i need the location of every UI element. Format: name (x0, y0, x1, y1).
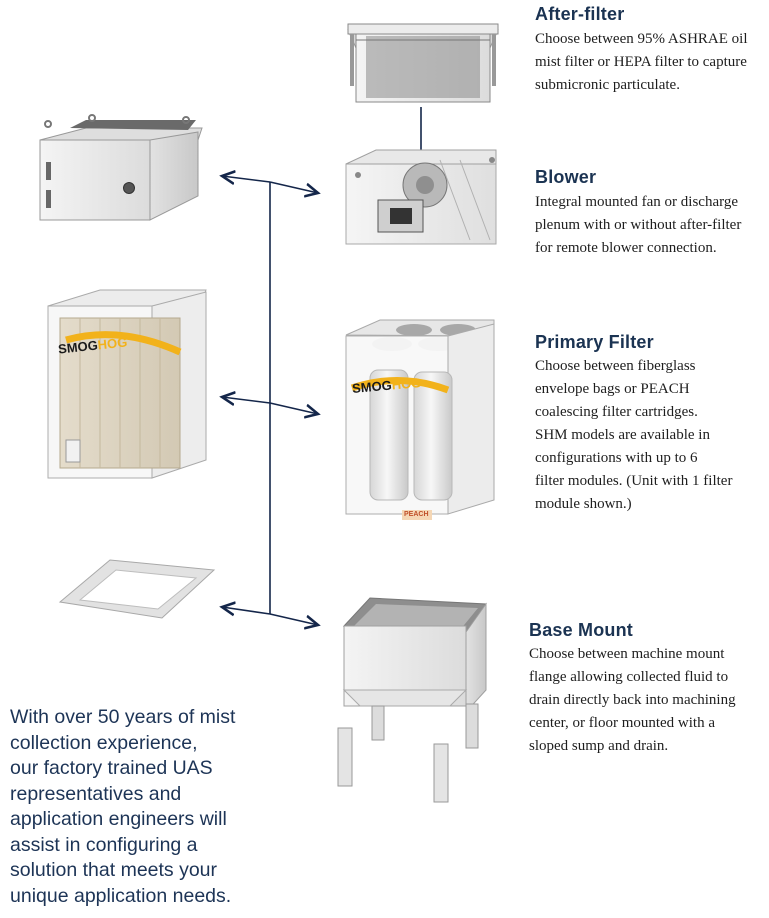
base-flange-illustration (58, 559, 216, 619)
intro-paragraph: With over 50 years of mist collection ex… (10, 705, 235, 909)
after-filter-illustration (347, 23, 499, 103)
description-line: Choose between fiberglass (535, 358, 696, 374)
base-mount-section: Base Mount Choose between machine mount … (529, 620, 736, 758)
description-line: SHM models are available in (535, 427, 710, 443)
intro-line: representatives and (10, 782, 182, 805)
description-line: flange allowing collected fluid to (529, 669, 729, 685)
connector-lines (222, 107, 422, 625)
description-line: configurations with up to 6 (535, 450, 698, 466)
description-line: sloped sump and drain. (529, 738, 669, 754)
description-line: filter modules. (Unit with 1 filter (535, 473, 733, 489)
logo-word-hog: HOG (96, 334, 128, 353)
primary-filter-section: Primary Filter Choose between fiberglass… (535, 332, 732, 516)
intro-line: collection experience, (10, 731, 198, 754)
description-line: Choose between 95% ASHRAE oil (535, 31, 748, 47)
blower-cabinet-illustration (39, 114, 203, 221)
blower-section: Blower Integral mounted fan or discharge… (535, 167, 741, 260)
description-line: for remote blower connection. (535, 240, 717, 256)
blower-heading: Blower (535, 167, 597, 187)
intro-line: our factory trained UAS (10, 757, 213, 779)
description-line: drain directly back into machining (529, 692, 736, 708)
blower-description: Integral mounted fan or discharge plenum… (535, 191, 741, 260)
after-filter-description: Choose between 95% ASHRAE oil mist filte… (535, 28, 747, 97)
after-filter-heading: After-filter (535, 4, 625, 24)
after-filter-section: After-filter Choose between 95% ASHRAE o… (535, 4, 747, 97)
description-line: coalescing filter cartridges. (535, 404, 698, 420)
base-mount-heading: Base Mount (529, 620, 634, 640)
blower-illustration (345, 149, 497, 245)
intro-line: solution that meets your (10, 859, 218, 881)
logo-word-hog: HOG (391, 375, 422, 393)
description-line: Integral mounted fan or discharge (535, 194, 738, 210)
description-line: envelope bags or PEACH (535, 381, 690, 397)
bag-filter-module-illustration (47, 289, 207, 479)
intro-line: application engineers will (10, 808, 227, 830)
primary-filter-description: Choose between fiberglass envelope bags … (535, 355, 732, 516)
peach-label: PEACH (404, 511, 429, 518)
base-mount-illustration (337, 597, 487, 803)
description-line: Choose between machine mount (529, 646, 725, 662)
description-line: plenum with or without after-filter (535, 217, 742, 233)
intro-line: unique application needs. (10, 884, 232, 907)
primary-filter-heading: Primary Filter (535, 332, 654, 352)
base-mount-description: Choose between machine mount flange allo… (529, 643, 736, 758)
description-line: center, or floor mounted with a (529, 715, 716, 731)
description-line: submicronic particulate. (535, 77, 680, 93)
intro-line: With over 50 years of mist (10, 706, 236, 728)
cartridge-filter-module-illustration (345, 319, 495, 520)
description-line: mist filter or HEPA filter to capture (535, 54, 747, 70)
intro-line: assist in configuring a (10, 833, 198, 856)
description-line: module shown.) (535, 496, 632, 512)
